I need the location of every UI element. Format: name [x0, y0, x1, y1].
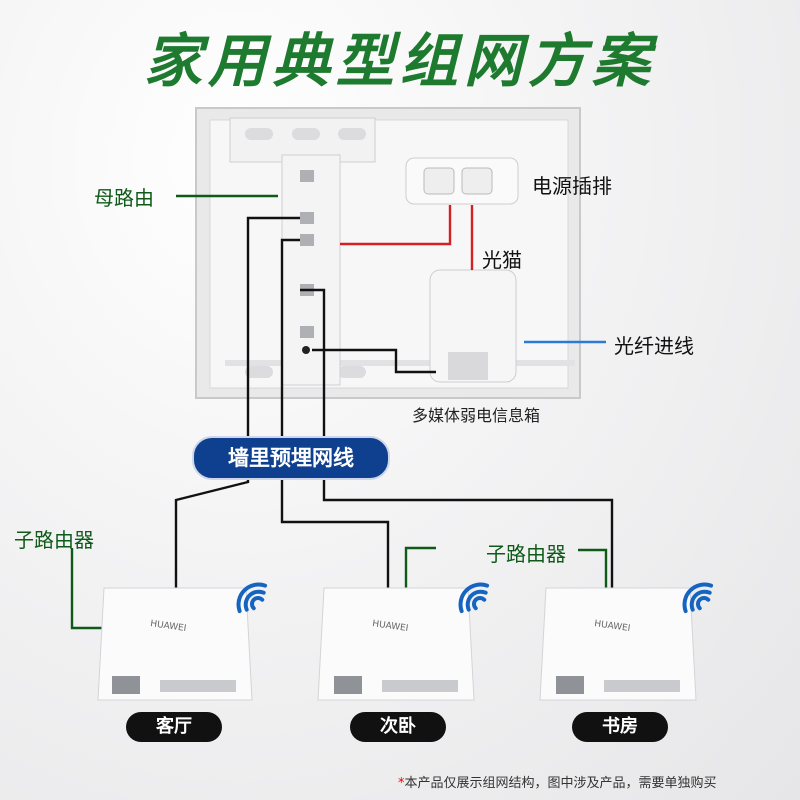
room-badge-bedroom: 次卧	[350, 712, 446, 742]
device-brand: HUAWEI	[594, 619, 631, 634]
room-badge-study: 书房	[572, 712, 668, 742]
ethernet-port-icon	[300, 234, 314, 246]
ethernet-port-icon	[300, 326, 314, 338]
device-brand: HUAWEI	[372, 619, 409, 634]
main-router-label: 母路由	[94, 186, 154, 210]
wifi-signal-icon	[458, 582, 490, 614]
ethernet-port-icon	[300, 212, 314, 224]
ethernet-port-icon	[112, 676, 140, 694]
main-router-panel	[281, 154, 341, 386]
sub-router-label-left: 子路由器	[14, 528, 94, 552]
power-strip-label: 电源插排	[532, 174, 612, 198]
ethernet-port-icon	[334, 676, 362, 694]
sub-router-study	[539, 587, 697, 701]
media-box	[195, 107, 581, 399]
power-socket-icon	[423, 167, 455, 195]
wifi-signal-icon	[682, 582, 714, 614]
fiber-in-label: 光纤进线	[614, 334, 694, 358]
optical-modem	[429, 269, 517, 383]
wifi-signal-icon	[236, 582, 268, 614]
sub-router-label-right: 子路由器	[486, 542, 566, 566]
power-socket-icon	[461, 167, 493, 195]
optical-modem-label: 光猫	[482, 248, 522, 272]
room-badge-living: 客厅	[126, 712, 222, 742]
power-strip	[405, 157, 519, 205]
sub-router-bedroom	[317, 587, 475, 701]
media-box-caption: 多媒体弱电信息箱	[412, 406, 541, 425]
footnote: *本产品仅展示组网结构，图中涉及产品，需要单独购买	[398, 772, 717, 791]
ethernet-port-icon	[300, 170, 314, 182]
footnote-text: 本产品仅展示组网结构，图中涉及产品，需要单独购买	[404, 776, 717, 791]
page-title: 家用典型组网方案	[143, 27, 656, 95]
footnote-star: *	[398, 776, 405, 791]
device-brand: HUAWEI	[150, 619, 187, 634]
ethernet-port-icon	[556, 676, 584, 694]
sub-router-living	[97, 587, 253, 701]
wall-cable-badge: 墙里预埋网线	[192, 436, 390, 480]
